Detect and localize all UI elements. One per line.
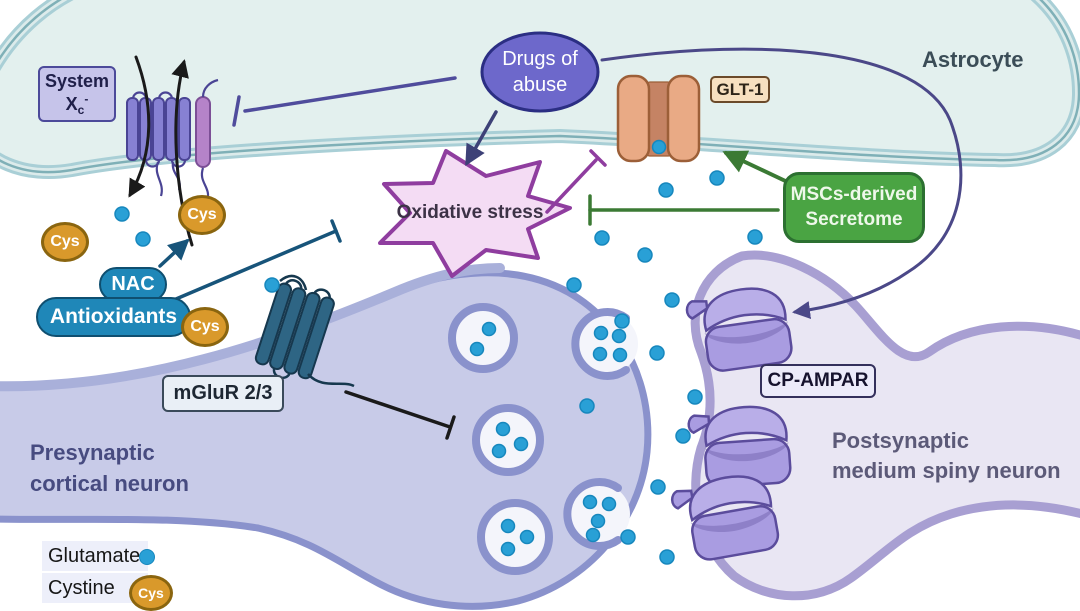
drugs-to-cpampar-curved-arrow [600,47,963,319]
cp-ampar-label: CP-AMPAR [760,364,876,398]
nac-to-cystine-arrow [158,238,190,268]
mglur-tether [279,274,308,291]
drugs-of-abuse-label: Drugs of abuse [502,48,578,96]
cp-ampar-receptors [668,282,795,566]
mglur-receptor [254,274,355,388]
astrocyte-label: Astrocyte [922,47,1024,72]
system-xc-line1: System [44,70,110,91]
glutamate-dots [114,170,763,565]
mglur-label: mGluR 2/3 [162,375,284,412]
mglur-inhibits-release-line [344,390,452,429]
presynaptic-neuron-label: Presynaptic cortical neuron [30,440,189,496]
system-xc-label: System Xc- [38,66,116,122]
mscs-secretome-label: MSCs-derived Secretome [783,172,925,244]
cystine-glutamate-exchange-arrow [128,55,151,198]
glt1-label: GLT-1 [710,76,770,103]
fusing-vesicles [563,308,638,550]
cystine-molecule: Cys [178,195,226,235]
antioxidants-label: Antioxidants [36,297,191,337]
cystine-molecule: Cys [41,222,89,262]
synaptic-vesicles [448,303,553,575]
legend-cystine-symbol: Cys [129,575,173,611]
glt1-transporter [616,74,701,163]
drugs-inhibits-systemxc-line [243,76,457,113]
antioxidants-inhibits-oxidative-line [174,229,338,301]
postsynaptic-neuron-label: Postsynaptic medium spiny neuron [832,428,1061,483]
drugs-to-oxidative-arrow [465,110,498,167]
oxidative-inhibits-glt1-line [545,158,598,214]
oxidative-stress-shape [378,149,572,278]
legend-glutamate-dot [139,549,155,565]
oxidative-stress-label: Oxidative stress [396,202,544,223]
legend-glutamate-label: Glutamate [42,541,148,571]
drugs-of-abuse-shape [480,31,600,113]
cystine-molecule: Cys [181,307,229,347]
glutamate-dot [264,277,280,293]
relationship-arrows [128,47,963,440]
system-xc-line2: Xc- [65,92,89,118]
